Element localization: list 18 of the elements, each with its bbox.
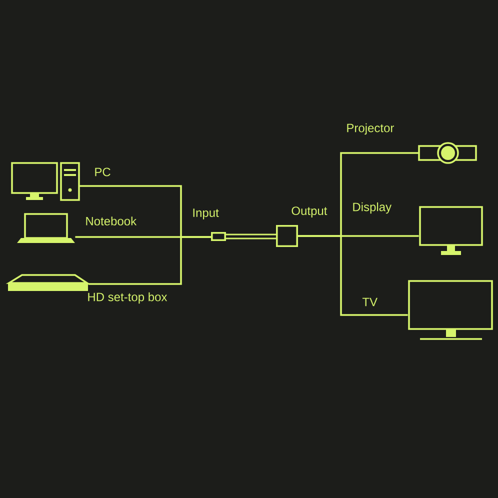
device-drawing [11,162,80,201]
device-label: TV [362,298,378,306]
device-label: Output [292,206,328,218]
device-label: Input [193,208,219,220]
device-label: Notebook [86,216,137,226]
device-drawing [419,206,483,255]
connector-line [298,235,408,316]
connector-plug [211,232,226,241]
connector-line [226,234,276,240]
connector-line [88,236,211,285]
device-drawing [408,280,493,340]
device-drawing [418,142,477,164]
device-label: Display [353,202,392,214]
device-label: Projector [347,123,394,135]
device-drawing [17,213,75,243]
adapter-box [276,225,298,247]
device-label: PC [95,168,110,176]
device-label: HD set-top box [88,292,168,304]
